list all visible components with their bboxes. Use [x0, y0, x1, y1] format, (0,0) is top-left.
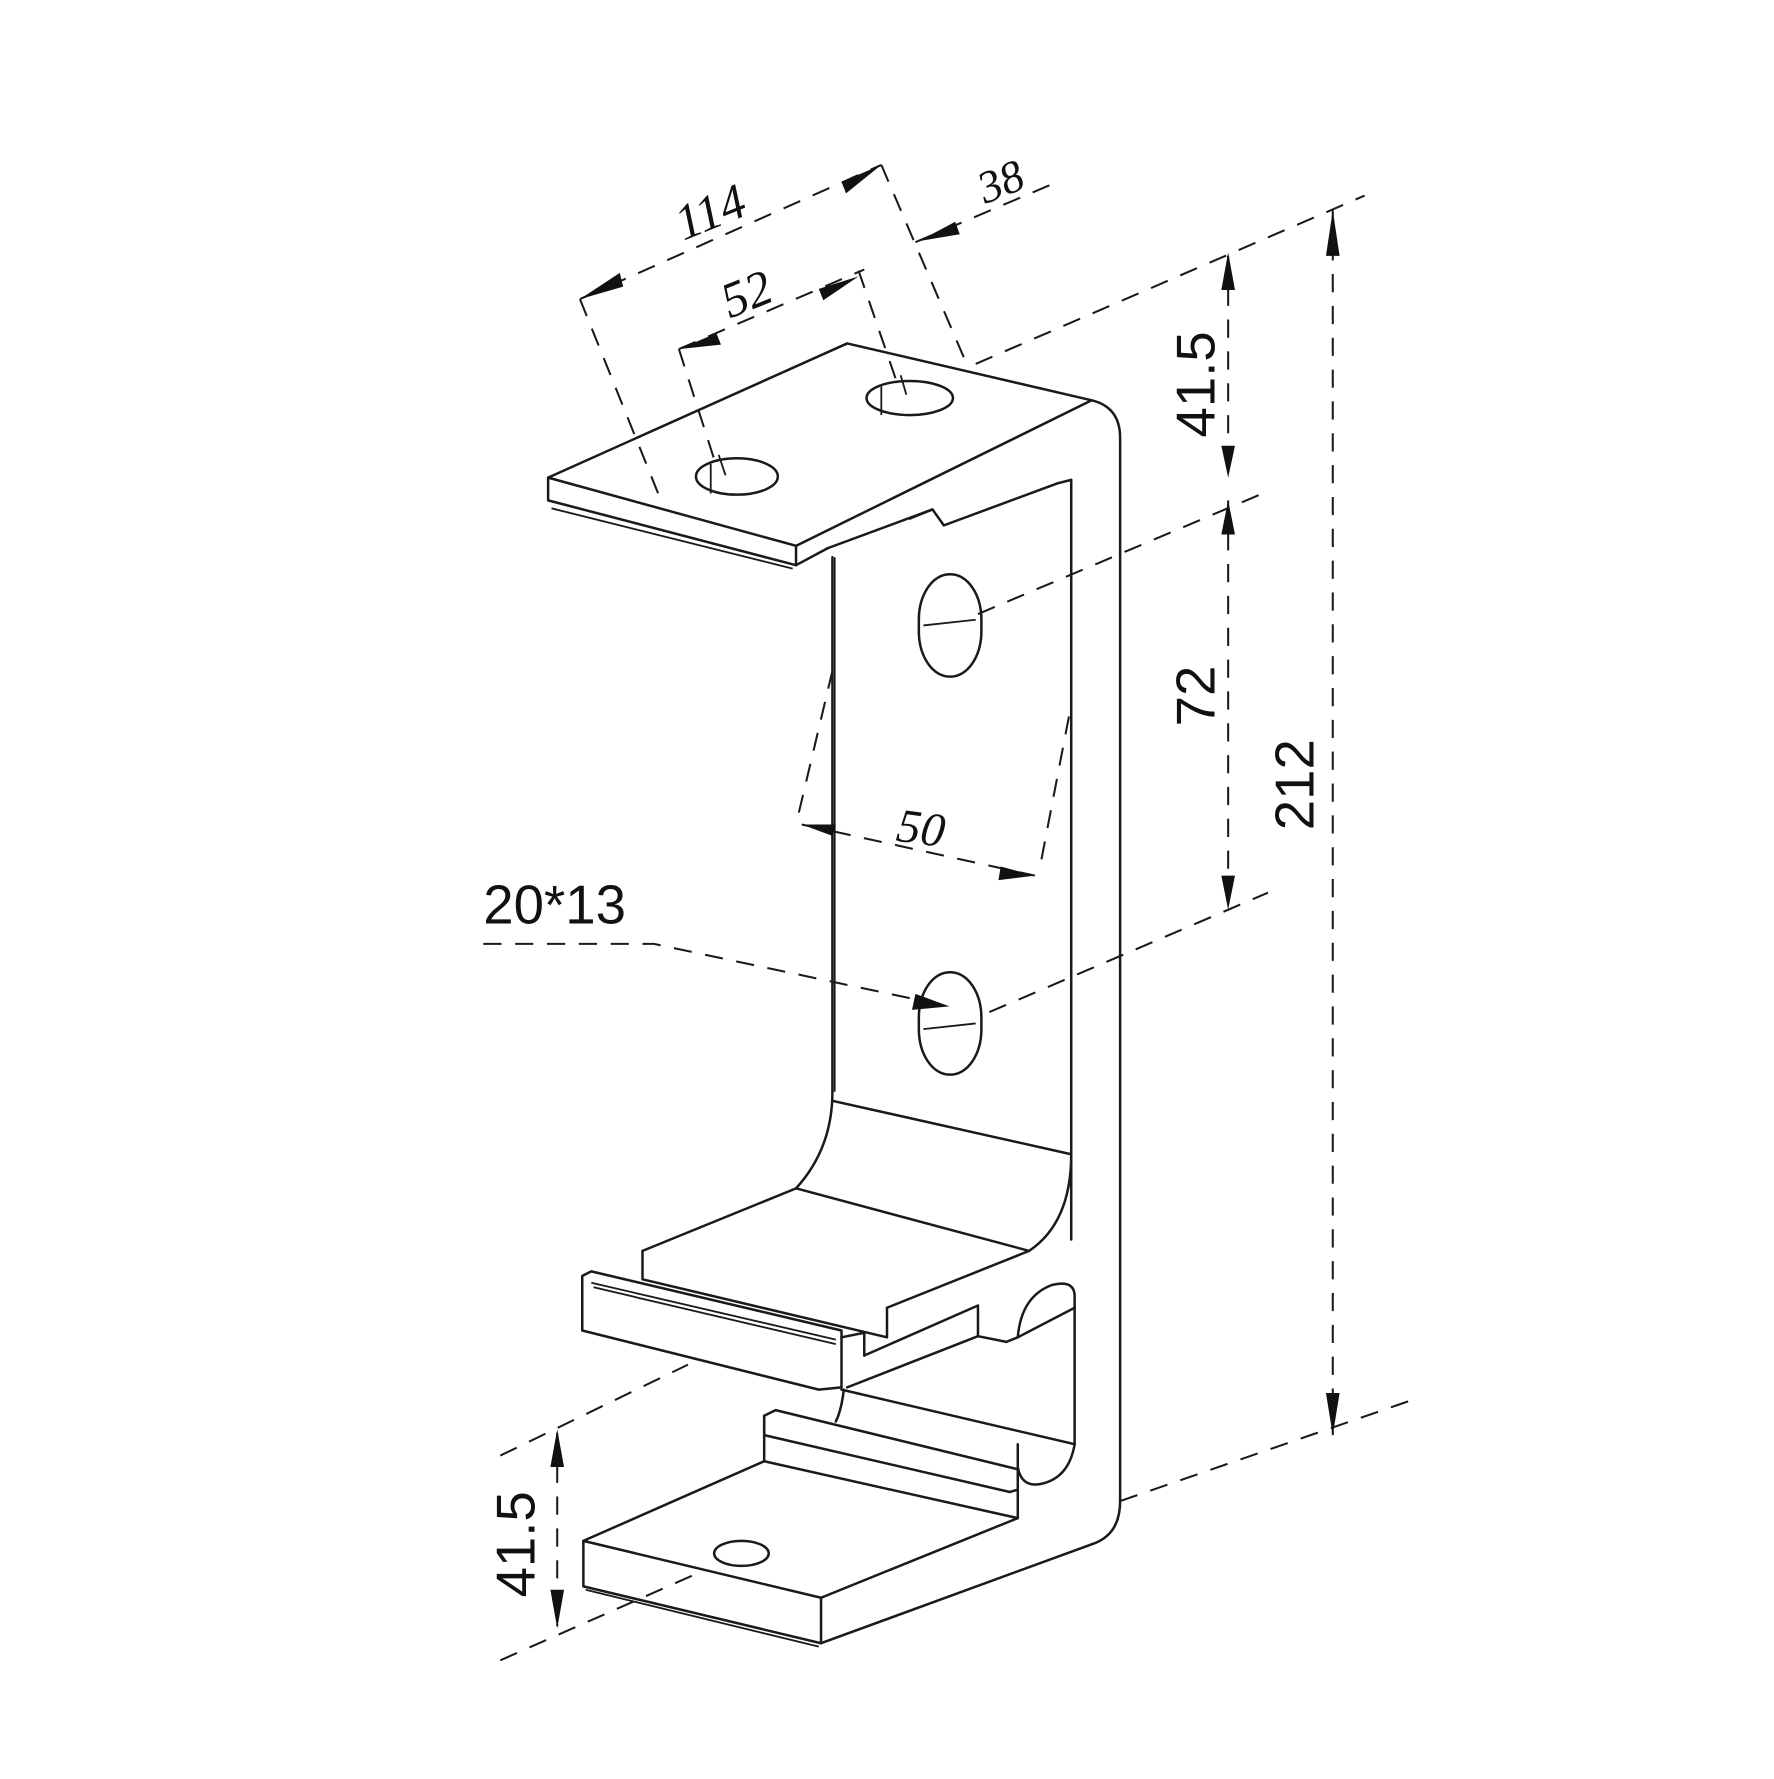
dimension-labels: 114 52 38 41.5 72 212 50 20*13 41.5 — [483, 149, 1325, 1597]
bracket-part — [546, 342, 1122, 1648]
dim-label-114: 114 — [667, 172, 754, 251]
bottom-flange — [582, 1460, 1020, 1599]
slot-size-label: 20*13 — [483, 874, 626, 935]
dim-label-50: 50 — [894, 799, 949, 858]
dim-label-72: 72 — [1166, 666, 1227, 727]
web-slot-upper — [917, 573, 983, 678]
top-hole-back — [865, 379, 955, 417]
dim-label-41-5-top: 41.5 — [1166, 331, 1227, 437]
dim-label-41-5-bottom: 41.5 — [485, 1491, 546, 1597]
web-slot-lower — [917, 971, 983, 1076]
bottom-hole — [712, 1539, 770, 1568]
dim-label-38: 38 — [969, 149, 1031, 214]
dim-label-212: 212 — [1264, 739, 1325, 830]
dimension-lines — [483, 163, 1417, 1662]
slot-holes — [694, 375, 983, 1568]
dim-label-52: 52 — [713, 258, 780, 329]
top-flange — [546, 342, 1093, 548]
top-hole-front — [694, 457, 780, 496]
